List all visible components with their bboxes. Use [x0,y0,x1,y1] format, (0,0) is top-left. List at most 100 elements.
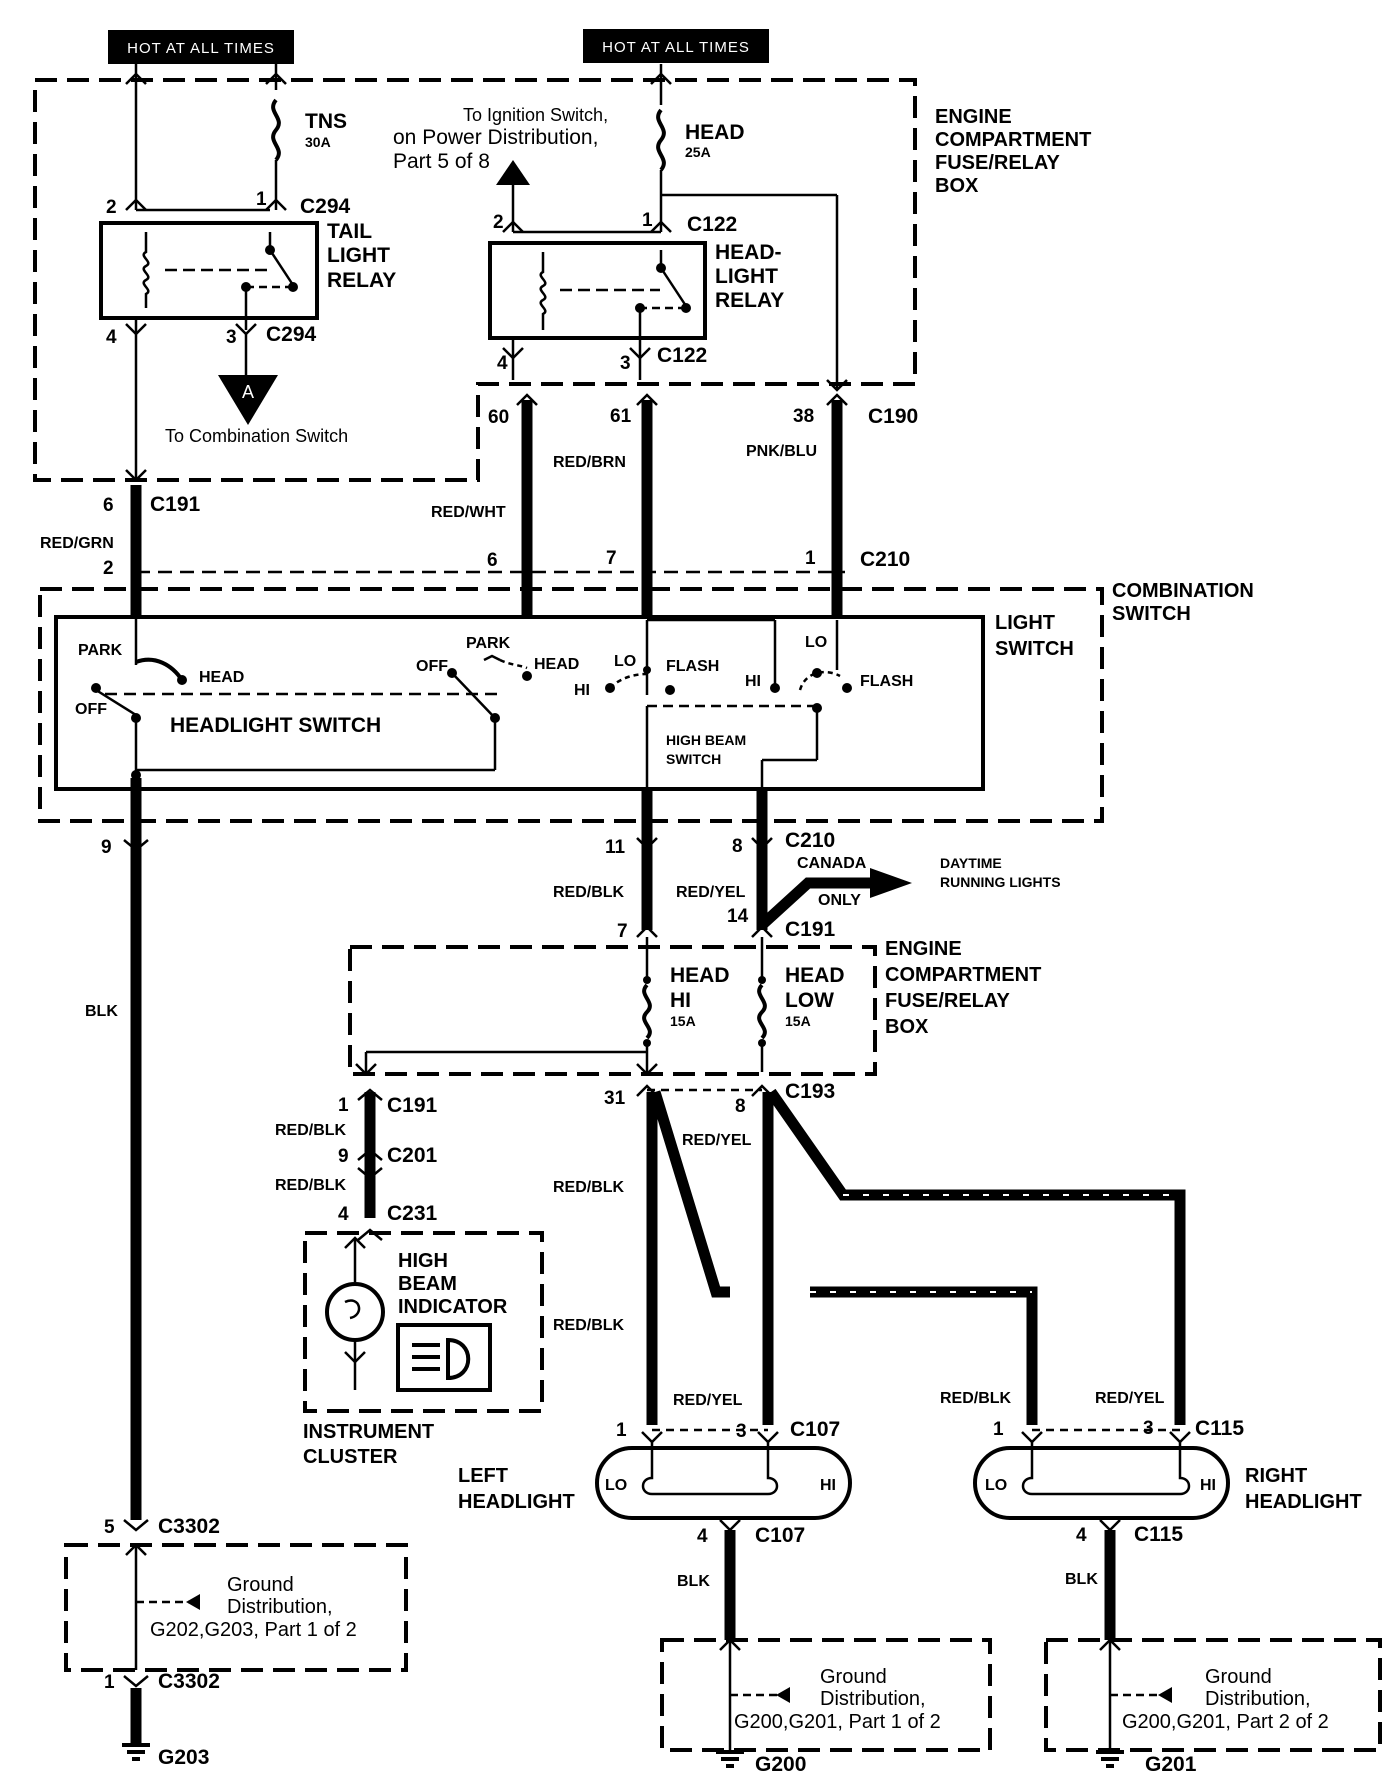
pin-hr-4: 4 [497,353,508,374]
ground-distribution-g200-label: Ground Distribution, G200,G201, Part 1 o… [734,1666,941,1733]
tns-fuse-rating: 30A [305,134,331,150]
pin-c191-14: 14 [727,906,749,927]
svg-text:Ground: Ground [1205,1666,1272,1688]
head-hi-fuse-rating: 15A [670,1013,696,1029]
pin-c210-1: 1 [805,548,816,569]
wire-label-red-yel-1: RED/YEL [676,884,746,901]
wire-red-blk-splice [649,1090,730,1298]
svg-text:SWITCH: SWITCH [995,638,1074,660]
ground-distribution-g200-border [660,1638,992,1752]
pin-hr-2: 2 [493,212,504,233]
svg-text:SWITCH: SWITCH [666,751,721,767]
wire-label-red-wht: RED/WHT [431,504,506,521]
left-headlight-lo-label: LO [605,1477,627,1494]
ground-g203-label: G203 [158,1746,209,1769]
connector-c294-bottom: C294 [266,323,317,346]
wire-label-red-yel-4: RED/YEL [1095,1390,1165,1407]
switch-pos-lo-2: LO [805,634,827,651]
ground-distribution-g203-border [64,1543,408,1672]
svg-text:G202,G203, Part 1 of 2: G202,G203, Part 1 of 2 [150,1619,357,1641]
light-switch-body [54,615,985,791]
left-headlight-hi-label: HI [820,1477,836,1494]
svg-text:RELAY: RELAY [327,269,396,292]
svg-text:RELAY: RELAY [715,289,784,312]
wire-red-yel-right-hl [766,1088,1186,1425]
switch-pos-off-2: OFF [416,658,448,675]
left-headlight [595,1446,852,1520]
ground-distribution-g201-label: Ground Distribution, G200,G201, Part 2 o… [1122,1666,1329,1733]
connector-a-letter: A [242,382,254,402]
connector-c115-bottom: C115 [1134,1523,1183,1546]
pin-c115-1: 1 [993,1419,1004,1440]
svg-text:LEFT: LEFT [458,1465,508,1487]
connector-c190: C190 [868,405,918,428]
pin-c191-2: 2 [103,558,114,579]
switch-pos-flash-1: FLASH [666,658,719,675]
ground-g201-arrow-icon [1158,1687,1172,1703]
svg-text:Ground: Ground [227,1574,294,1596]
connector-c201: C201 [387,1144,438,1167]
svg-text:LIGHT: LIGHT [715,265,778,288]
tail-relay-coil-icon [142,232,150,308]
instrument-cluster-border [303,1231,544,1413]
svg-text:HEAD-: HEAD- [715,241,782,264]
svg-text:Distribution,: Distribution, [820,1688,926,1710]
connector-c294-top: C294 [300,195,351,218]
switch-pos-park-1: PARK [78,642,123,659]
pin-c191-1: 1 [338,1095,349,1116]
svg-text:To Ignition Switch,: To Ignition Switch, [463,105,608,125]
wire-label-blk-c115: BLK [1065,1571,1098,1588]
wire-label-red-grn: RED/GRN [40,535,114,552]
wire-label-red-blk-4: RED/BLK [940,1390,1012,1407]
right-headlight-label: RIGHT HEADLIGHT [1245,1465,1362,1513]
pin-c201-9: 9 [338,1146,349,1167]
connector-a-marker [218,375,278,425]
pin-c210-11: 11 [605,837,626,858]
wire-label-pnk-blu: PNK/BLU [746,443,817,460]
ground-g201-symbol-icon [1096,1750,1124,1768]
wire-drl-branch [758,877,880,930]
hot-label-left: HOT AT ALL TIMES [108,30,294,64]
pin-c190-60: 60 [488,407,509,428]
switch-pos-hi-1: HI [574,682,590,699]
svg-text:HIGH: HIGH [398,1250,448,1272]
ignition-switch-note: To Ignition Switch, on Power Distributio… [393,105,608,173]
wire-label-red-brn: RED/BRN [553,454,626,471]
tns-fuse-symbol [271,98,281,162]
svg-text:INSTRUMENT: INSTRUMENT [303,1421,434,1443]
drl-target-label: DAYTIME RUNNING LIGHTS [940,855,1061,890]
pin-c193-8: 8 [735,1096,746,1117]
svg-text:INDICATOR: INDICATOR [398,1296,508,1318]
connector-c3302-bottom: C3302 [158,1670,220,1693]
engine-fuse-box-upper-label: ENGINE COMPARTMENT FUSE/RELAY BOX [935,106,1091,197]
svg-text:DAYTIME: DAYTIME [940,855,1002,871]
drl-canada-label: CANADA [797,855,867,872]
switch-pos-flash-2: FLASH [860,673,913,690]
svg-text:Distribution,: Distribution, [1205,1688,1311,1710]
tail-light-relay [99,221,319,320]
pin-hr-1: 1 [642,210,653,231]
head-low-fuse-symbol [757,983,767,1040]
pin-c193-31: 31 [604,1088,626,1109]
svg-text:ENGINE: ENGINE [935,106,1012,128]
svg-text:TAIL: TAIL [327,220,372,243]
headlight-relay [488,241,707,340]
svg-text:LIGHT: LIGHT [327,244,390,267]
svg-text:BEAM: BEAM [398,1273,457,1295]
ground-g200-symbol-icon [716,1750,744,1768]
drl-only-label: ONLY [818,892,861,909]
pin-c191-6: 6 [103,495,114,516]
wire-label-red-blk-1: RED/BLK [553,884,625,901]
connector-c210-top: C210 [860,548,910,571]
wire-label-red-blk-2: RED/BLK [553,1179,625,1196]
head-fuse-rating: 25A [685,144,711,160]
head-fuse-name: HEAD [685,121,745,144]
pin-hr-3: 3 [620,353,631,374]
svg-text:on Power Distribution,: on Power Distribution, [393,126,598,149]
switch-pos-park-2: PARK [466,635,511,652]
connector-c191-mid: C191 [785,918,836,941]
pin-c190-38: 38 [793,406,814,427]
svg-text:G200,G201, Part 1 of 2: G200,G201, Part 1 of 2 [734,1711,941,1733]
connector-c193: C193 [785,1080,835,1103]
wire-label-red-yel-2: RED/YEL [682,1132,752,1149]
